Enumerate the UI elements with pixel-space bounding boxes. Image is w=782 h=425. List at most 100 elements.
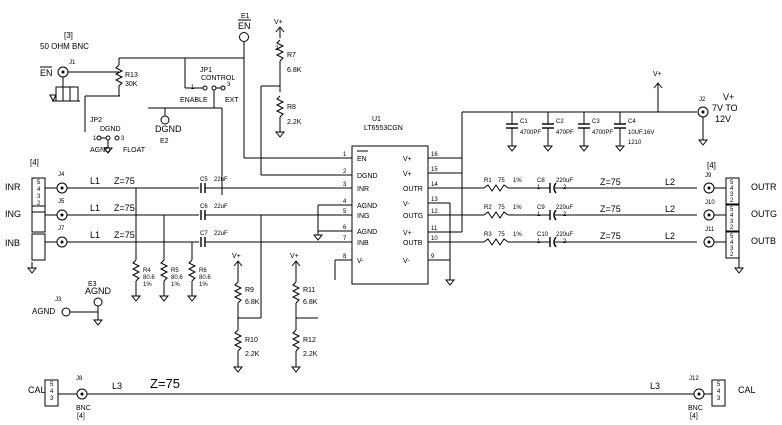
svg-text:1%: 1%: [199, 282, 208, 288]
svg-text:[4]: [4]: [690, 413, 698, 420]
svg-text:4: 4: [730, 240, 734, 246]
r8-ref: R8: [287, 104, 296, 111]
svg-text:1%: 1%: [143, 282, 152, 288]
u1-pin-num: 5: [343, 209, 347, 215]
output-cap-val: 220uF: [556, 232, 573, 238]
cap-val: 4700PF: [520, 130, 541, 136]
ground-icon: [578, 145, 590, 152]
testpoint-icon: [239, 32, 249, 42]
svg-text:80.6: 80.6: [199, 275, 211, 281]
ground-icon: [290, 366, 302, 373]
u1-pin-num: 10: [431, 236, 438, 242]
output-resistor-icon: [483, 211, 509, 219]
svg-text:2.2K: 2.2K: [303, 351, 318, 358]
header-connector-icon: [31, 177, 46, 213]
power-arrow-icon: [653, 82, 663, 89]
bnc50-net: EN: [40, 68, 53, 78]
cal-net-right: CAL: [738, 385, 756, 395]
r7-val: 6.8K: [287, 67, 302, 74]
svg-text:3: 3: [37, 194, 41, 200]
power-arrow-icon: [233, 260, 243, 267]
header-connector-icon: [31, 205, 46, 233]
svg-text:2: 2: [730, 225, 734, 231]
svg-text:L3: L3: [650, 381, 660, 391]
r12-resistor-icon: [291, 329, 301, 352]
u1-pin-name: V+: [403, 171, 412, 178]
power-arrow-icon: [291, 260, 301, 267]
svg-text:2: 2: [730, 252, 734, 258]
testpoint-icon: [93, 297, 103, 307]
svg-text:C6: C6: [200, 204, 208, 210]
u1-pin-num: 1: [343, 152, 347, 158]
output-net: OUTG: [751, 209, 777, 219]
r13-ref: R13: [125, 72, 138, 79]
output-line: L2: [665, 204, 675, 214]
cap-ref: C1: [520, 119, 528, 125]
u1-pin-num: 11: [431, 226, 438, 232]
ground-icon: [614, 145, 626, 152]
u1-pin-num: 12: [431, 209, 438, 215]
bias-section: V+ R9 6.8K R10 2.2K V+ R11 6.8K R12 2.2K: [232, 174, 352, 373]
jp1-ext: EXT: [225, 97, 239, 104]
ground-icon: [444, 279, 456, 286]
output-resistor-icon: [483, 184, 509, 192]
ing-jref: J5: [58, 199, 65, 205]
u1-pin-num: 13: [431, 197, 438, 203]
jp2-agnd: AGND: [90, 147, 110, 154]
output-r-val: 75: [498, 178, 505, 184]
input-section: [4] INR 5 4 3 2 J4 L1 Z=75 C5 22uF ING J…: [5, 158, 352, 326]
j1-ref: J1: [69, 60, 76, 66]
header-connector-icon: [44, 379, 59, 407]
svg-text:R9: R9: [245, 287, 254, 294]
u1-pin-num: 4: [343, 199, 347, 205]
svg-text:L1: L1: [90, 230, 100, 240]
ground-icon: [102, 147, 114, 154]
u1-pin-name: AGND: [357, 203, 377, 210]
svg-text:3: 3: [50, 396, 54, 402]
output-resistor-icon: [483, 238, 509, 246]
jp2-float: FLOAT: [123, 147, 146, 154]
cal-section: CAL 5 4 3 J8 BNC [4] L3 Z=75 L3 J12 BNC …: [28, 376, 756, 420]
output-r-ref: R2: [484, 205, 492, 211]
r7-resistor-icon: [275, 39, 285, 62]
r8-resistor-icon: [275, 95, 285, 118]
inr-net: INR: [5, 182, 21, 192]
svg-text:[4]: [4]: [77, 413, 85, 420]
inb-net: INB: [5, 238, 20, 248]
u1-pin-name: OUTR: [403, 186, 423, 193]
j2-label1: 7V TO: [712, 103, 738, 113]
output-r-tol: 1%: [513, 232, 522, 238]
svg-text:1: 1: [537, 212, 541, 218]
output-impedance: Z=75: [600, 177, 621, 187]
output-r-tol: 1%: [513, 178, 522, 184]
svg-text:R12: R12: [303, 337, 316, 344]
svg-text:3: 3: [730, 192, 734, 198]
u1-ref: U1: [372, 116, 381, 123]
jp1-enable: ENABLE: [180, 97, 208, 104]
svg-text:C5: C5: [200, 177, 208, 183]
ground-icon: [312, 234, 324, 241]
ground-icon: [92, 319, 104, 326]
u1-pin-num: 6: [343, 225, 347, 231]
u1-pin-name: OUTB: [403, 240, 423, 247]
u1-pin-name: V+: [403, 156, 412, 163]
cap-ref: C4: [628, 119, 636, 125]
svg-text:L1: L1: [90, 176, 100, 186]
e2-ref: E2: [160, 138, 169, 145]
jp1-label: CONTROL: [201, 75, 235, 82]
svg-text:V+: V+: [290, 253, 299, 260]
cal-net-left: CAL: [28, 385, 46, 395]
svg-text:2: 2: [730, 198, 734, 204]
svg-text:80.6: 80.6: [143, 275, 155, 281]
r5-resistor-icon: [159, 259, 169, 282]
u1-pin-num: 8: [343, 254, 347, 260]
r8-val: 2.2K: [287, 119, 302, 126]
j3-ref: J3: [55, 297, 62, 303]
cap-val: 10UF,16V: [628, 130, 654, 136]
svg-text:1%: 1%: [171, 282, 180, 288]
output-net: OUTR: [751, 182, 777, 192]
svg-text:L3: L3: [112, 381, 122, 391]
